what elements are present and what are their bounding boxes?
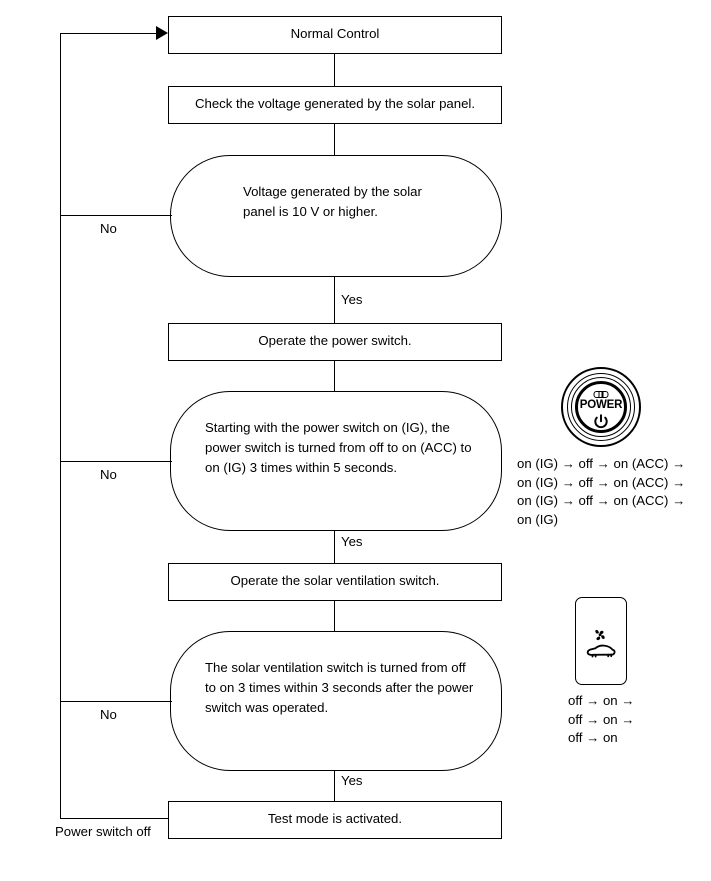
- node-check-voltage: Check the voltage generated by the solar…: [168, 86, 502, 124]
- power-symbol-icon: [592, 413, 610, 436]
- branch-yes-3-line: [334, 771, 335, 801]
- edge-label-no-2: No: [100, 467, 117, 482]
- power-switch-face: POWER: [575, 381, 627, 433]
- edge-label-yes-2: Yes: [341, 534, 363, 549]
- node-check-voltage-label: Check the voltage generated by the solar…: [194, 96, 476, 111]
- power-switch-ring-outer: [567, 373, 635, 441]
- decision-power-switch-sequence: Starting with the power switch on (IG), …: [170, 391, 502, 531]
- decision-vent-switch-sequence: The solar ventilation switch is turned f…: [170, 631, 502, 771]
- node-operate-vent-switch: Operate the solar ventilation switch.: [168, 563, 502, 601]
- edge-label-power-switch-off: Power switch off: [55, 824, 151, 839]
- node-operate-power-switch: Operate the power switch.: [168, 323, 502, 361]
- power-switch-icon: POWER: [561, 367, 641, 447]
- power-switch-ring-inner: [571, 377, 631, 437]
- node-operate-power-switch-label: Operate the power switch.: [258, 333, 412, 348]
- decision-vent-switch-sequence-label: The solar ventilation switch is turned f…: [205, 660, 474, 715]
- branch-no-2-line: [60, 461, 172, 462]
- fan-and-car-icon: [584, 628, 618, 667]
- branch-no-3-line: [60, 701, 172, 702]
- power-switch-sequence-text: on (IG) → off → on (ACC) → on (IG) → off…: [517, 456, 686, 527]
- node-operate-vent-switch-label: Operate the solar ventilation switch.: [230, 573, 440, 588]
- connector-check-to-voltage-decision: [334, 124, 335, 155]
- feedback-loop-arrowhead: [156, 26, 168, 40]
- power-switch-key-badge-icon: [593, 391, 609, 398]
- edge-label-yes-3: Yes: [341, 773, 363, 788]
- feedback-loop-vertical-line: [60, 33, 61, 819]
- branch-yes-1-line: [334, 277, 335, 324]
- decision-power-switch-sequence-label: Starting with the power switch on (IG), …: [205, 420, 472, 475]
- edge-label-yes-1: Yes: [341, 292, 363, 307]
- connector-vent-switch-to-decision: [334, 601, 335, 631]
- feedback-loop-bottom-line: [60, 818, 168, 819]
- node-normal-control: Normal Control: [168, 16, 502, 54]
- ventilation-switch-sequence-text: off → on → off → on → off → on: [568, 693, 635, 745]
- power-switch-text: POWER: [579, 399, 623, 411]
- solar-ventilation-switch-icon: [575, 597, 627, 685]
- connector-power-switch-to-decision: [334, 361, 335, 391]
- feedback-loop-top-line: [60, 33, 160, 34]
- branch-yes-2-line: [334, 531, 335, 565]
- node-test-mode-activated: Test mode is activated.: [168, 801, 502, 839]
- branch-no-1-line: [60, 215, 172, 216]
- edge-label-no-1: No: [100, 221, 117, 236]
- node-test-mode-activated-label: Test mode is activated.: [267, 811, 403, 826]
- connector-normal-to-check: [334, 54, 335, 86]
- decision-voltage-threshold: Voltage generated by the solar panel is …: [170, 155, 502, 277]
- edge-label-no-3: No: [100, 707, 117, 722]
- node-normal-control-label: Normal Control: [290, 26, 380, 41]
- decision-voltage-threshold-label: Voltage generated by the solar panel is …: [243, 184, 422, 219]
